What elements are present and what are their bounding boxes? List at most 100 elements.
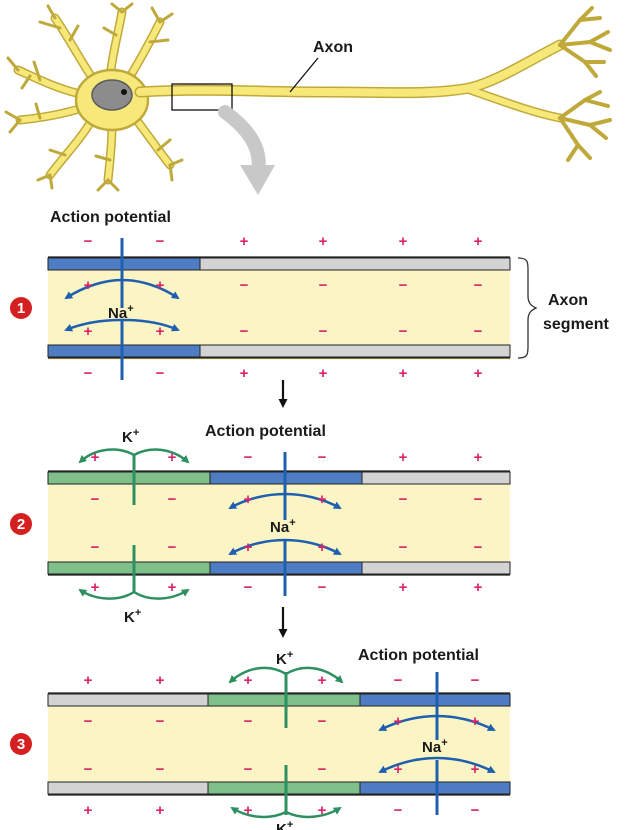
sign-minus-in-1b: − [319,277,328,294]
axon-terminals [558,6,612,162]
sign-minus-top-3b: − [471,672,480,689]
sign-plus-in-2b: + [318,491,327,508]
sign-plus-top-2a: + [91,449,100,466]
sign-plus-in-2e: + [244,539,253,556]
zoom-arrow-head [240,165,275,195]
sign-minus-top-2a: − [244,449,253,466]
sign-minus-in-3a: − [84,713,93,730]
sign-plus-in-3a: + [394,713,403,730]
na-arrow-3a [378,714,438,732]
membrane-top-depolarized-1 [47,257,201,271]
step-number-1: 1 [17,300,25,317]
step-badge-1 [10,297,32,319]
k-arrow-3c [230,806,287,819]
na-arrow-1d [121,318,180,332]
nucleolus [121,89,127,95]
k-arrow-3d [285,806,342,819]
sign-minus-in-2d: − [474,491,483,508]
k-arrow-3a [228,666,287,684]
sign-plus-bottom-3a: + [84,802,93,819]
sign-minus-in-2f: − [168,539,177,556]
sign-minus-top-3a: − [394,672,403,689]
sign-minus-in-2h: − [474,539,483,556]
membrane-top-repolarizing-2 [47,471,211,485]
k-label-2b: K+ [124,607,141,626]
action-potential-label-2: Action potential [205,423,326,440]
sign-plus-top-1c: + [399,233,408,250]
sign-minus-in-3g: − [244,761,253,778]
sign-plus-in-2a: + [244,491,253,508]
k-arrow-3b [285,666,344,684]
sign-plus-bottom-3d: + [318,802,327,819]
sign-plus-bottom-1c: + [399,365,408,382]
sign-minus-in-3b: − [156,713,165,730]
panel-3: Action potential K+ K+ Na+ + + + + − − −… [10,647,511,830]
k-arrow-2a [78,448,135,464]
sign-plus-top-3d: + [318,672,327,689]
na-arrow-1b [121,278,180,300]
action-potential-label-1: Action potential [50,209,171,226]
sign-minus-in-2b: − [168,491,177,508]
membrane-bottom-depolarized-3 [359,781,511,795]
na-arrow-2b [284,492,342,510]
sign-plus-in-1e: + [84,323,93,340]
step-badge-2 [10,513,32,535]
step-badge-3 [10,733,32,755]
axon-segment-bracket [517,257,538,359]
panel-1: Action potential Na+ − − + + + + + + − −… [10,209,609,382]
sign-minus-in-2c: − [399,491,408,508]
sign-minus-top-2b: − [318,449,327,466]
nucleus [91,79,133,111]
zoom-arrow [218,105,266,179]
membrane-top-repolarizing-3 [207,693,361,707]
k-arrow-2b [133,448,190,464]
k-arrow-2d [133,588,190,600]
sign-minus-in-3h: − [318,761,327,778]
na-arrow-2a [228,492,286,510]
na-arrow-2c [228,538,286,556]
sign-plus-bottom-3c: + [244,802,253,819]
sign-minus-bottom-2a: − [244,579,253,596]
sign-plus-bottom-1b: + [319,365,328,382]
axon-leader-line [289,57,319,93]
sign-minus-in-1h: − [474,323,483,340]
neuron: Axon [4,2,612,195]
na-arrow-1c [64,318,123,332]
sign-minus-in-3d: − [318,713,327,730]
sign-minus-in-1a: − [240,277,249,294]
axon-label: Axon [313,39,353,56]
panel-2: Action potential K+ K+ Na+ + + − − + + −… [10,423,511,626]
na-label-1: Na+ [108,303,134,322]
k-label-3b: K+ [276,819,293,830]
sign-minus-in-1c: − [399,277,408,294]
sign-minus-in-3e: − [84,761,93,778]
na-arrow-3d [436,756,496,774]
sign-plus-bottom-3b: + [156,802,165,819]
na-arrow-3b [436,714,496,732]
axon-segment-label-line2: segment [543,316,609,333]
sign-plus-top-1d: + [474,233,483,250]
sign-plus-bottom-2b: + [168,579,177,596]
sign-minus-in-3f: − [156,761,165,778]
sign-plus-in-3b: + [471,713,480,730]
sign-minus-bottom-3a: − [394,802,403,819]
membrane-top-depolarized-3 [359,693,511,707]
sign-plus-top-2d: + [474,449,483,466]
sign-plus-in-1f: + [156,323,165,340]
na-arrow-2d [284,538,342,556]
k-label-3a: K+ [276,649,293,668]
axon-segment-label-line1: Axon [548,292,588,309]
sign-plus-in-3d: + [471,761,480,778]
membrane-bottom-repolarizing-2 [47,561,211,575]
sign-minus-bottom-1a: − [84,365,93,382]
sign-plus-top-1b: + [319,233,328,250]
na-arrow-1a [64,278,123,300]
action-potential-label-3: Action potential [358,647,479,664]
sign-minus-top-1b: − [156,233,165,250]
membrane-bottom-rest-3 [47,781,209,795]
sign-plus-bottom-2a: + [91,579,100,596]
membrane-bottom-rest-1 [199,344,511,358]
membrane-top-rest-3 [47,693,209,707]
sign-plus-in-1a: + [84,277,93,294]
